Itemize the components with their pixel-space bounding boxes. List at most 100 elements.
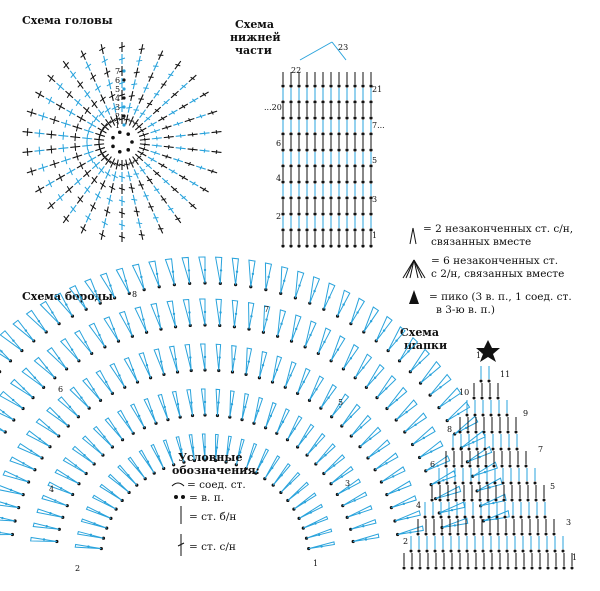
row-number: 7	[264, 305, 269, 314]
chain-dot	[442, 479, 444, 481]
chain-dot	[305, 116, 308, 119]
picot-spike	[119, 311, 132, 336]
chain-dot	[188, 311, 190, 313]
chain-dot	[289, 132, 292, 135]
chain-dot	[146, 364, 148, 366]
chain-dot	[151, 410, 153, 412]
stitch-mark	[105, 108, 110, 112]
chain-dot	[190, 401, 192, 403]
stitch-mark	[95, 86, 100, 90]
picot-spike	[22, 368, 43, 387]
chain-dot	[93, 444, 95, 446]
chain-dot	[298, 284, 300, 286]
stitch-mark	[134, 72, 140, 73]
stitch-mark	[58, 83, 62, 89]
picot-spike	[40, 301, 59, 323]
picot-spike	[0, 500, 19, 508]
legend-dec2-line2: связанных вместе	[431, 236, 531, 248]
chain-dot	[217, 401, 219, 403]
picot-spike	[47, 348, 66, 369]
picot-spike	[430, 375, 451, 396]
stitch-mark	[145, 138, 146, 142]
chain-dot	[499, 431, 502, 434]
chain-dot	[442, 550, 445, 553]
chain-dot	[403, 503, 405, 505]
stitch-mark	[204, 131, 205, 135]
chain-dot	[10, 489, 12, 491]
chain-dot	[1, 517, 3, 519]
beard-chart: 24681357	[0, 257, 509, 573]
chain-dot	[498, 550, 501, 553]
row-number: 12	[476, 351, 486, 360]
chain-dot	[424, 516, 427, 519]
chain-dot	[353, 212, 356, 215]
chain-dot	[337, 148, 340, 151]
chain-dot	[111, 136, 115, 140]
chain-dot	[547, 567, 550, 570]
chain-dot	[395, 339, 397, 341]
chain-dot	[494, 482, 497, 485]
chain-dot	[305, 228, 308, 231]
chain-dot	[157, 315, 159, 317]
chain-dot	[457, 413, 459, 415]
chain-dot	[383, 329, 385, 331]
chain-dot	[370, 320, 372, 322]
stitch-mark	[139, 235, 145, 236]
chain-dot	[314, 522, 316, 524]
picot-spike	[70, 387, 89, 408]
legend-picot-line1: = пико (3 в. п., 1 соед. ст.	[429, 291, 572, 303]
dec2-symbol-icon	[410, 228, 416, 244]
stitch-mark	[86, 216, 91, 220]
chain-dot	[297, 491, 299, 493]
row-number: 8	[447, 425, 452, 434]
chain-dot	[289, 164, 292, 167]
chain-dot	[65, 303, 67, 305]
chain-dot	[318, 534, 320, 536]
chain-dot	[313, 196, 316, 199]
chain-dot	[361, 228, 364, 231]
chain-dot	[337, 132, 340, 135]
chain-dot	[396, 399, 398, 401]
chain-dot	[122, 87, 125, 90]
chain-dot	[250, 455, 252, 457]
chain-dot	[38, 320, 40, 322]
chain-dot	[267, 276, 269, 278]
chain-dot	[169, 451, 171, 453]
picot-spike	[163, 440, 173, 465]
picot-spike	[158, 394, 168, 419]
row-number: 4	[276, 174, 281, 183]
stitch-mark	[100, 97, 105, 101]
chain-dot	[321, 84, 324, 87]
chain-dot	[321, 116, 324, 119]
head-row-number: 1	[115, 121, 120, 130]
chain-dot	[511, 499, 514, 502]
chain-dot	[353, 132, 356, 135]
stitch-mark	[216, 150, 217, 154]
chain-dot	[571, 567, 574, 570]
chain-dot	[360, 426, 362, 428]
head-row-number: 5	[115, 85, 120, 94]
chain-dot	[295, 328, 297, 330]
head-row-number: 7	[115, 67, 120, 76]
picot-spike	[455, 416, 478, 434]
row-number: 7	[538, 445, 543, 454]
chain-dot	[309, 334, 311, 336]
chain-dot	[539, 567, 542, 570]
chain-dot	[446, 482, 449, 485]
chain-dot	[454, 482, 457, 485]
chain-dot	[122, 96, 125, 99]
picot-spike	[421, 362, 441, 383]
chain-dot	[523, 567, 526, 570]
chain-dot	[329, 164, 332, 167]
chain-dot	[505, 533, 508, 536]
chain-dot	[280, 474, 282, 476]
chain-dot	[414, 424, 416, 426]
stitch-mark	[49, 202, 53, 208]
stitch-mark	[85, 170, 89, 176]
chain-dot	[452, 448, 455, 451]
stitch-mark	[76, 178, 80, 184]
chain-dot	[92, 388, 94, 390]
chain-dot	[104, 501, 106, 503]
picot-spike	[410, 349, 429, 371]
stitch-mark	[63, 144, 64, 152]
